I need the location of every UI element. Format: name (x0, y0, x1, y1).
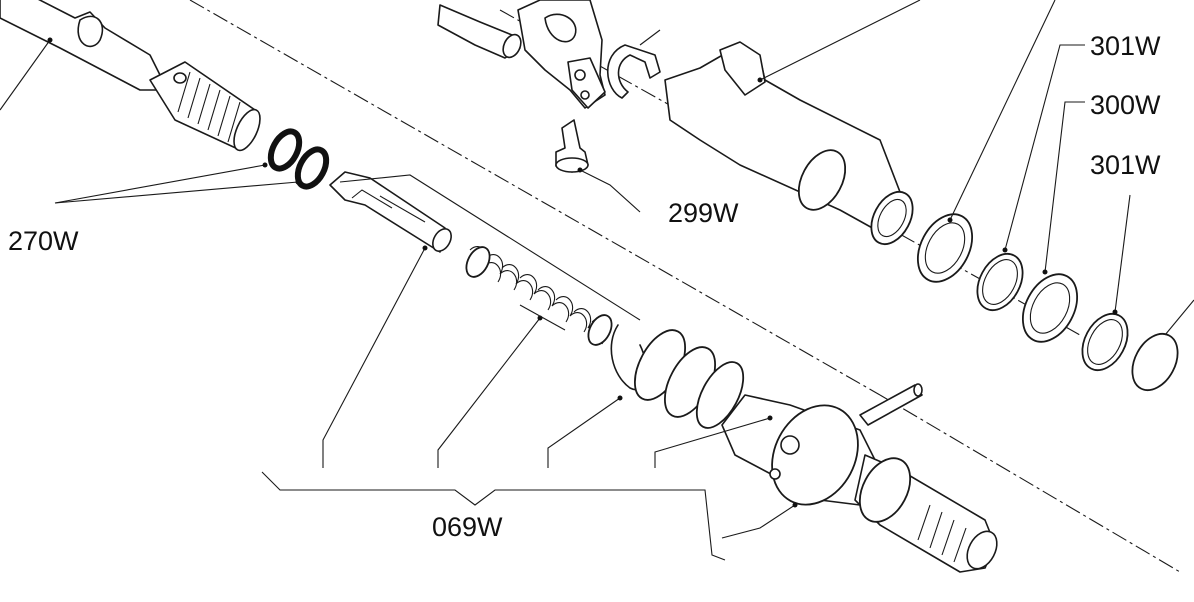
small-spring (465, 246, 613, 346)
retaining-clip (606, 44, 661, 99)
bottom-spindle (721, 394, 998, 573)
label-spacer: 300W (1090, 90, 1161, 120)
label-snap-ring-bottom: 301W (1090, 150, 1161, 180)
ring-set (916, 213, 1179, 392)
large-spring (610, 324, 745, 429)
label-oring-seals: 270W (8, 226, 79, 256)
leader-lines (0, 0, 1194, 561)
label-snap-ring-top: 301W (1090, 31, 1161, 61)
sleeve-housing (664, 41, 914, 246)
mounting-bracket (437, 0, 606, 109)
valve-pin (329, 171, 452, 253)
label-spring-assembly: 069W (432, 512, 503, 542)
lock-screw (555, 119, 589, 173)
main-shaft (0, 0, 261, 152)
o-ring-seals (267, 128, 330, 190)
label-lock-screw: 299W (668, 198, 739, 228)
dowel-pin (859, 383, 923, 426)
